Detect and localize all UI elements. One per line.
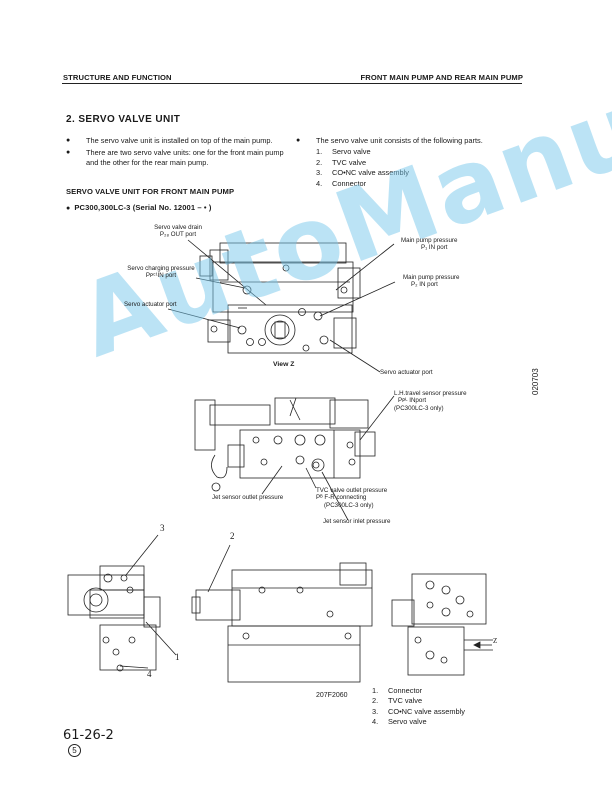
view-z-label: View Z (273, 361, 295, 368)
intro-bullet: The servo valve unit is installed on top… (66, 136, 284, 147)
label-tvc-outlet: TVC valve outlet pressure Pᴮ F-R connect… (316, 487, 388, 509)
figure-legend: 1.Connector 2.TVC valve 3.CO•NC valve as… (372, 686, 465, 728)
parts-intro-list: The servo valve unit consists of the fol… (296, 136, 526, 148)
list-item: 3.CO•NC valve assembly (316, 168, 409, 177)
callout-2: 2 (230, 531, 235, 541)
model-note-row: ●PC300,300LC-3 (Serial No. 12001 – • ) (66, 203, 212, 212)
revision-badge: 5 (68, 744, 81, 757)
page-number: 61-26-2 (63, 728, 114, 743)
list-item: 2.TVC valve (372, 696, 423, 706)
list-item: 1.Connector (372, 686, 423, 695)
bullet-icon: ● (66, 205, 71, 212)
parts-list: 1.Servo valve 2.TVC valve 3.CO•NC valve … (316, 147, 409, 189)
model-note: PC300,300LC-3 (Serial No. 12001 – • ) (74, 203, 212, 212)
list-item: 4.Servo valve (372, 717, 427, 727)
parts-intro: The servo valve unit consists of the fol… (296, 136, 526, 147)
header-rule (62, 83, 522, 84)
callout-4: 4 (147, 669, 152, 679)
label-servo-actuator-port-top: Servo actuator port (124, 301, 177, 308)
callout-3: 3 (160, 523, 165, 533)
callout-1: 1 (175, 652, 180, 662)
header-right: FRONT MAIN PUMP AND REAR MAIN PUMP (360, 73, 523, 82)
list-item: 2.TVC valve (316, 157, 367, 167)
section-title: 2. SERVO VALVE UNIT (66, 114, 181, 125)
label-jet-outlet: Jet sensor outlet pressure (212, 494, 284, 501)
header-left: STRUCTURE AND FUNCTION (63, 73, 172, 82)
subheading: SERVO VALVE UNIT FOR FRONT MAIN PUMP (66, 187, 235, 196)
intro-bullet: There are two servo valve units: one for… (66, 148, 284, 169)
list-item: 3.CO•NC valve assembly (372, 706, 465, 716)
label-servo-actuator-port-right: Servo actuator port (380, 369, 433, 376)
list-item: 1.Servo valve (316, 147, 371, 156)
label-jet-inlet: Jet sensor inlet pressure (323, 518, 391, 525)
label-lh-travel: L.H.travel sensor pressure Pᴘᴸ INport (P… (394, 390, 467, 412)
intro-bullets: The servo valve unit is installed on top… (66, 136, 284, 170)
callout-z: Z (493, 637, 498, 645)
side-code: 020703 (531, 368, 540, 395)
figure-code: 207F2060 (316, 692, 348, 699)
list-item: 4.Connector (316, 178, 367, 188)
